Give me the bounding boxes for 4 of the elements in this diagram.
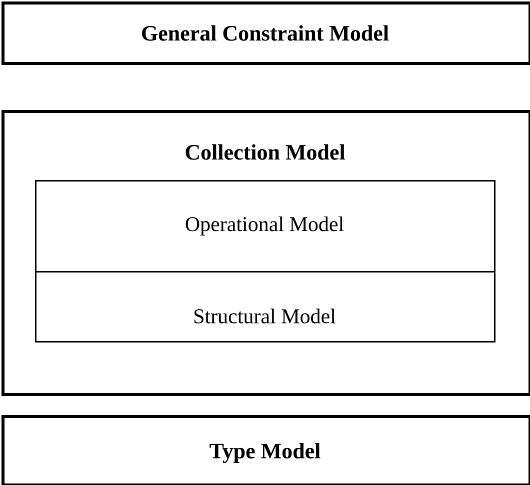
model-box: Structural Model <box>35 271 496 342</box>
model-box: Operational Model <box>35 180 496 272</box>
model-box: General Constraint Model <box>2 2 530 65</box>
model-box: Type Model <box>2 415 530 485</box>
